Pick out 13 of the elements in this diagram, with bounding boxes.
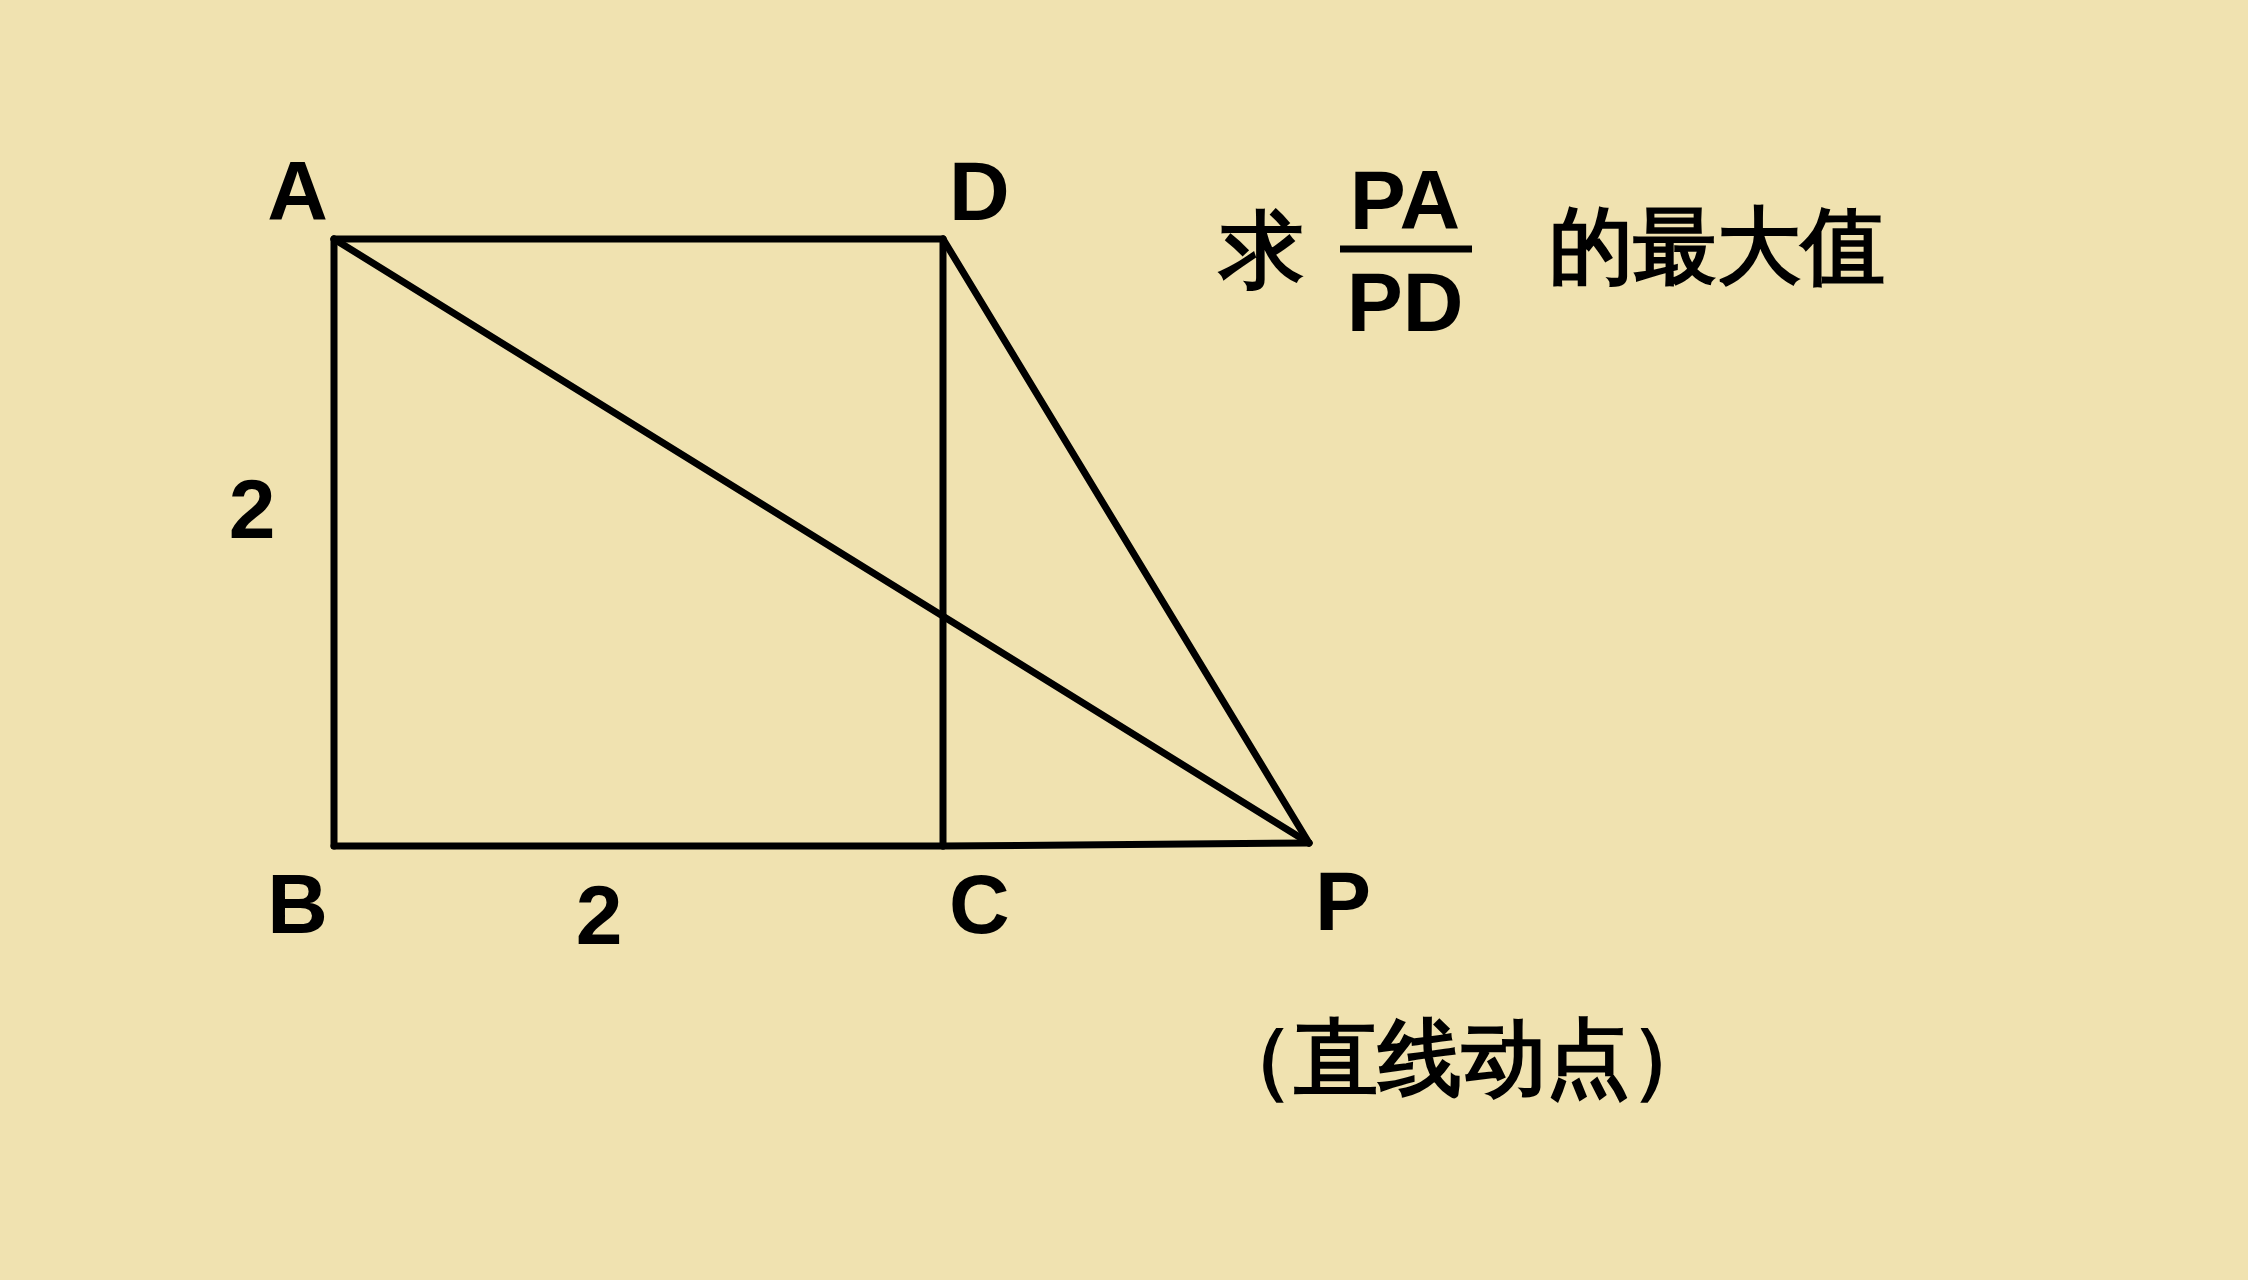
vertex-label: B (267, 862, 328, 946)
fraction-denominator: PD (1346, 260, 1464, 344)
vertex-label: C (949, 862, 1010, 946)
question-text: 的最大值 (1549, 204, 1885, 288)
line-segment (939, 839, 1313, 850)
question-text: 求 (1220, 208, 1304, 292)
side-length: 2 (228, 467, 276, 551)
vertex-label: D (949, 149, 1010, 233)
fraction-numerator: PA (1349, 158, 1461, 242)
vertex-label: P (1315, 859, 1372, 943)
side-length: 2 (575, 873, 623, 957)
vertex-label: A (267, 149, 328, 233)
line-segment (939, 235, 1313, 847)
